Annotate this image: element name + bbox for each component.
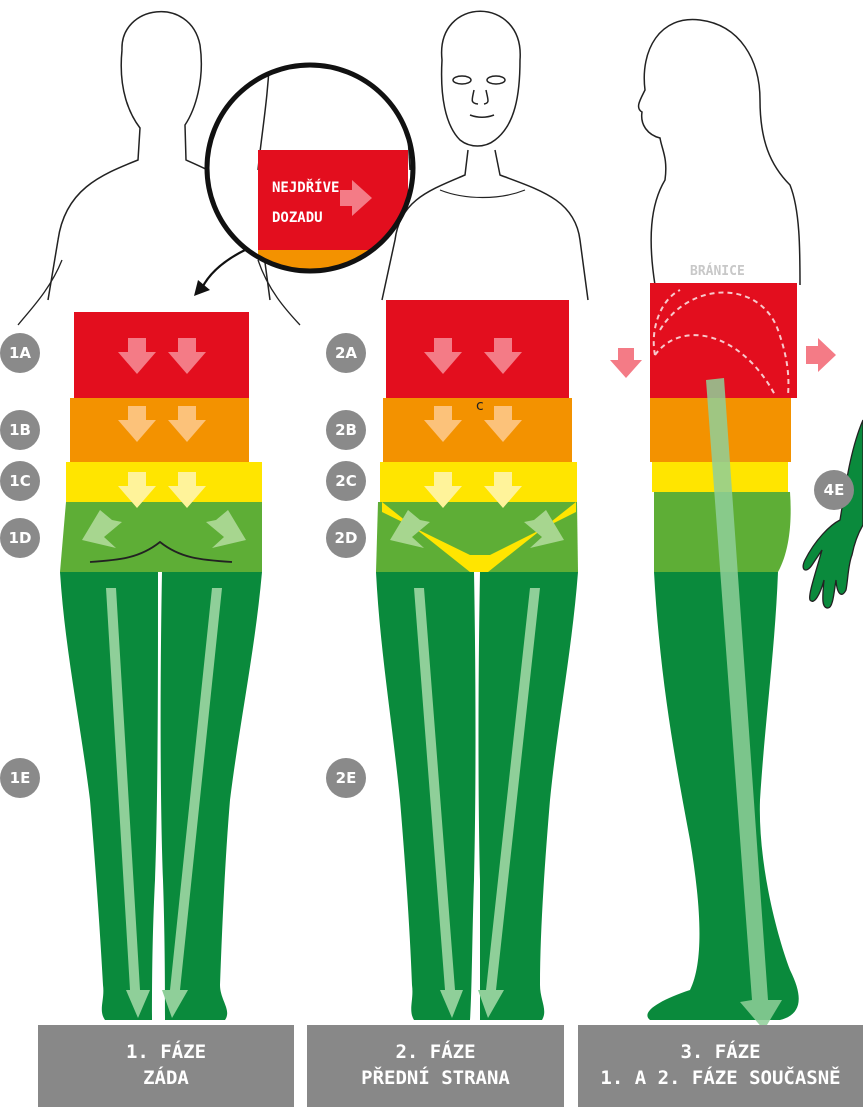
- zoom-text-line2: DOZADU: [272, 210, 323, 226]
- caption-panel-phase-1: 1. FÁZE ZÁDA: [38, 1025, 294, 1107]
- svg-text:1C: 1C: [9, 472, 30, 490]
- svg-text:4E: 4E: [824, 481, 845, 499]
- zone-1a: [74, 312, 249, 398]
- zone-2a: [386, 300, 569, 398]
- zoom-text-line1: NEJDŘÍVE: [272, 178, 339, 196]
- caption-phase-2-line2: PŘEDNÍ STRANA: [307, 1066, 564, 1092]
- figure2-face: [453, 76, 505, 117]
- caption-phase-1-line1: 1. FÁZE: [38, 1040, 294, 1066]
- caption-panel-phase-3: 3. FÁZE 1. A 2. FÁZE SOUČASNĚ: [578, 1025, 863, 1107]
- zone-1b: [70, 398, 249, 462]
- caption-phase-1-line2: ZÁDA: [38, 1066, 294, 1092]
- tag-4e: 4E: [814, 470, 854, 510]
- figure3-leg: [647, 572, 798, 1020]
- fig3-arrow-left: [610, 348, 642, 378]
- svg-text:2C: 2C: [335, 472, 356, 490]
- svg-text:1A: 1A: [9, 344, 31, 362]
- tag-1e: 1E: [0, 758, 40, 798]
- tag-2c: 2C: [326, 461, 366, 501]
- svg-text:2D: 2D: [335, 529, 358, 547]
- tag-2b: 2B: [326, 410, 366, 450]
- tag-2e: 2E: [326, 758, 366, 798]
- tag-1b: 1B: [0, 410, 40, 450]
- tag-1a: 1A: [0, 333, 40, 373]
- figure3-head-outline: [639, 20, 800, 285]
- caption-panel-phase-2: 2. FÁZE PŘEDNÍ STRANA: [307, 1025, 564, 1107]
- tag-1c: 1C: [0, 461, 40, 501]
- svg-text:2A: 2A: [335, 344, 357, 362]
- caption-phase-3-line2: 1. A 2. FÁZE SOUČASNĚ: [578, 1066, 863, 1092]
- zone-1c: [66, 462, 262, 502]
- svg-text:1D: 1D: [9, 529, 32, 547]
- svg-text:c: c: [476, 398, 484, 414]
- svg-text:1E: 1E: [10, 769, 31, 787]
- figure-side-view: [610, 20, 863, 1030]
- zoom-callout: NEJDŘÍVE DOZADU: [194, 50, 413, 296]
- svg-text:1B: 1B: [9, 421, 31, 439]
- diaphragm-label: BRÁNICE: [690, 263, 745, 279]
- caption-phase-2-line1: 2. FÁZE: [307, 1040, 564, 1066]
- tag-2d: 2D: [326, 518, 366, 558]
- caption-phase-3-line1: 3. FÁZE: [578, 1040, 863, 1066]
- figure2-legs: [376, 572, 578, 1020]
- zoom-pointer-arrow: [202, 250, 245, 288]
- figure1-legs: [60, 572, 262, 1020]
- tag-2a: 2A: [326, 333, 366, 373]
- tags-figure1: 1A 1B 1C 1D 1E: [0, 333, 40, 798]
- svg-text:2B: 2B: [335, 421, 357, 439]
- svg-text:2E: 2E: [336, 769, 357, 787]
- fig3-arrow-right: [806, 338, 836, 372]
- tag-1d: 1D: [0, 518, 40, 558]
- tags-figure2: 2A 2B 2C 2D 2E: [326, 333, 366, 798]
- figure3-hand: [803, 420, 863, 608]
